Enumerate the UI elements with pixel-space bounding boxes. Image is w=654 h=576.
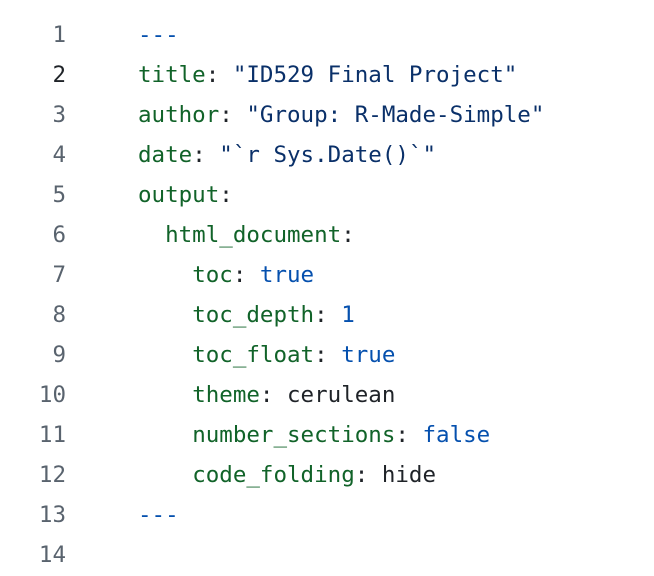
indent — [138, 422, 192, 448]
line-content: output: — [138, 175, 233, 215]
yaml-value: --- — [138, 502, 179, 528]
code-line: 4 date: "`r Sys.Date()`" — [0, 135, 544, 175]
code-line: 8 toc_depth: 1 — [0, 295, 544, 335]
indent — [138, 302, 192, 328]
line-number[interactable]: 1 — [52, 22, 66, 48]
code-line: 11 number_sections: false — [0, 415, 544, 455]
line-number[interactable]: 4 — [52, 142, 66, 168]
line-number[interactable]: 8 — [52, 302, 66, 328]
line-content: date: "`r Sys.Date()`" — [138, 135, 436, 175]
separator: : — [219, 102, 247, 128]
line-number[interactable]: 6 — [52, 222, 66, 248]
line-number[interactable]: 2 — [52, 62, 66, 88]
line-content: title: "ID529 Final Project" — [138, 55, 517, 95]
code-line: 5 output: — [0, 175, 544, 215]
code-view: 1 --- 2 title: "ID529 Final Project" 3 author… — [0, 15, 544, 575]
code-line: 9 toc_float: true — [0, 335, 544, 375]
yaml-key: output — [138, 182, 220, 208]
code-line: 13 --- — [0, 495, 544, 535]
line-content: --- — [138, 15, 179, 55]
separator: : — [259, 382, 288, 408]
yaml-value: cerulean — [287, 382, 396, 408]
line-content: number_sections: false — [138, 415, 490, 455]
separator: : — [192, 142, 220, 168]
separator: : — [219, 182, 233, 208]
yaml-key: toc — [192, 262, 233, 288]
code-line: 14 — [0, 535, 544, 575]
yaml-value: hide — [381, 462, 437, 488]
code-line: 7 toc: true — [0, 255, 544, 295]
separator: : — [232, 262, 260, 288]
line-number[interactable]: 13 — [38, 502, 66, 528]
indent — [138, 222, 165, 248]
line-content: --- — [138, 495, 179, 535]
separator: : — [314, 302, 342, 328]
line-content: author: "Group: R-Made-Simple" — [138, 95, 544, 135]
line-content: toc_float: true — [138, 335, 395, 375]
line-number[interactable]: 14 — [38, 542, 66, 568]
separator: : — [354, 462, 382, 488]
line-content: toc_depth: 1 — [138, 295, 355, 335]
separator: : — [341, 222, 355, 248]
yaml-key: title — [138, 62, 206, 88]
code-line: 10 theme: cerulean — [0, 375, 544, 415]
indent — [138, 382, 192, 408]
yaml-value: true — [259, 262, 315, 288]
yaml-value: "Group: R-Made-Simple" — [246, 102, 545, 128]
yaml-value: 1 — [341, 302, 355, 328]
line-number[interactable]: 11 — [38, 422, 66, 448]
line-number[interactable]: 12 — [38, 462, 66, 488]
yaml-value: --- — [138, 22, 179, 48]
yaml-key: toc_depth — [192, 302, 315, 328]
line-content: theme: cerulean — [138, 375, 395, 415]
line-content: toc: true — [138, 255, 314, 295]
code-line: 3 author: "Group: R-Made-Simple" — [0, 95, 544, 135]
line-number[interactable]: 7 — [52, 262, 66, 288]
yaml-key: number_sections — [192, 422, 396, 448]
yaml-key: code_folding — [192, 462, 355, 488]
code-line: 1 --- — [0, 15, 544, 55]
yaml-key: date — [138, 142, 193, 168]
indent — [138, 262, 192, 288]
line-number[interactable]: 9 — [52, 342, 66, 368]
yaml-value: "ID529 Final Project" — [232, 62, 518, 88]
yaml-key: author — [138, 102, 220, 128]
code-line: 2 title: "ID529 Final Project" — [0, 55, 544, 95]
line-number[interactable]: 10 — [38, 382, 66, 408]
yaml-value: false — [422, 422, 491, 448]
yaml-key: toc_float — [192, 342, 315, 368]
line-number[interactable]: 5 — [52, 182, 66, 208]
line-content: code_folding: hide — [138, 455, 436, 495]
line-number[interactable]: 3 — [52, 102, 66, 128]
indent — [138, 342, 192, 368]
indent — [138, 462, 192, 488]
separator: : — [314, 342, 342, 368]
yaml-key: theme — [192, 382, 260, 408]
yaml-value: "`r Sys.Date()`" — [219, 142, 437, 168]
code-line: 6 html_document: — [0, 215, 544, 255]
code-line: 12 code_folding: hide — [0, 455, 544, 495]
yaml-key: html_document — [165, 222, 342, 248]
line-content: html_document: — [138, 215, 355, 255]
separator: : — [205, 62, 233, 88]
yaml-value: true — [341, 342, 396, 368]
separator: : — [395, 422, 423, 448]
